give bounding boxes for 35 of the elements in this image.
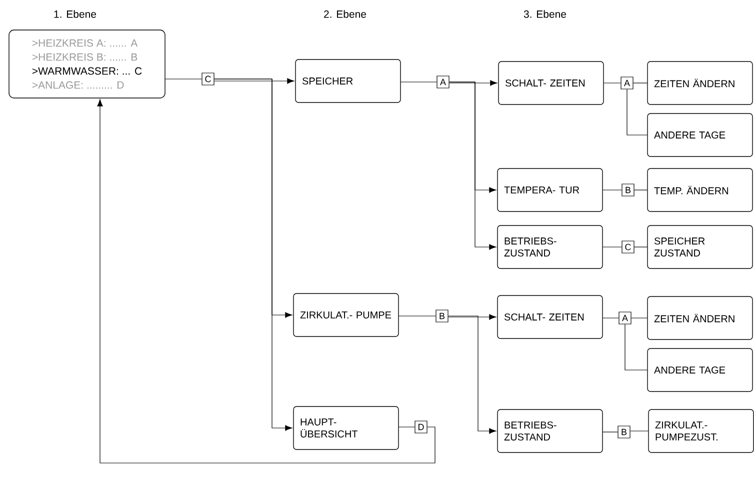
key-square: B <box>436 310 448 322</box>
menu-box: SCHALT- ZEITEN <box>498 61 604 105</box>
level-heading: 2. Ebene <box>324 10 366 18</box>
key-square: B <box>618 426 630 438</box>
menu-box: ZIRKULAT.- PUMPE <box>293 293 399 337</box>
menu-box: TEMP. ÄNDERN <box>647 168 753 212</box>
key-square: C <box>202 72 214 86</box>
level-heading: 1. Ebene <box>54 10 96 18</box>
menu-box: SCHALT- ZEITEN <box>497 295 603 339</box>
menu-box: ZIRKULAT.- PUMPEZUST. <box>648 409 754 453</box>
key-square: A <box>620 76 634 90</box>
connector-arrow <box>214 78 294 84</box>
key-square: A <box>436 76 450 88</box>
connector-arrow <box>448 314 496 320</box>
connector-arrow <box>449 80 498 86</box>
menu-box: BETRIEBS- ZUSTAND <box>497 225 603 269</box>
key-square: A <box>618 312 632 324</box>
level-heading: 3. Ebene <box>524 10 566 18</box>
menu-box: ANDERE TAGE <box>647 348 753 392</box>
menu-box: ZEITEN ÄNDERN <box>647 61 753 105</box>
menu-box: ZEITEN ÄNDERN <box>647 296 753 340</box>
connector-arrow <box>449 82 496 250</box>
menu-box: SPEICHER <box>295 59 401 103</box>
connector-arrow <box>214 78 292 431</box>
menu-box: BETRIEBS- ZUSTAND <box>497 409 603 453</box>
menu-display-box: >HEIZKREIS A: ...... A >HEIZKREIS B: ...... B >WARMWASSER: ... C >ANLAGE: ......... D <box>8 30 166 98</box>
key-square: B <box>622 184 634 196</box>
key-square: D <box>414 420 428 434</box>
menu-box: TEMPERA- TUR <box>497 168 603 212</box>
connector-arrow <box>448 316 496 434</box>
key-square: C <box>622 240 634 254</box>
menu-box: SPEICHER ZUSTAND <box>647 225 753 269</box>
menu-box: HAUPT- ÜBERSICHT <box>293 406 399 450</box>
menu-box: ANDERE TAGE <box>647 113 753 157</box>
connector-arrow <box>97 99 436 464</box>
